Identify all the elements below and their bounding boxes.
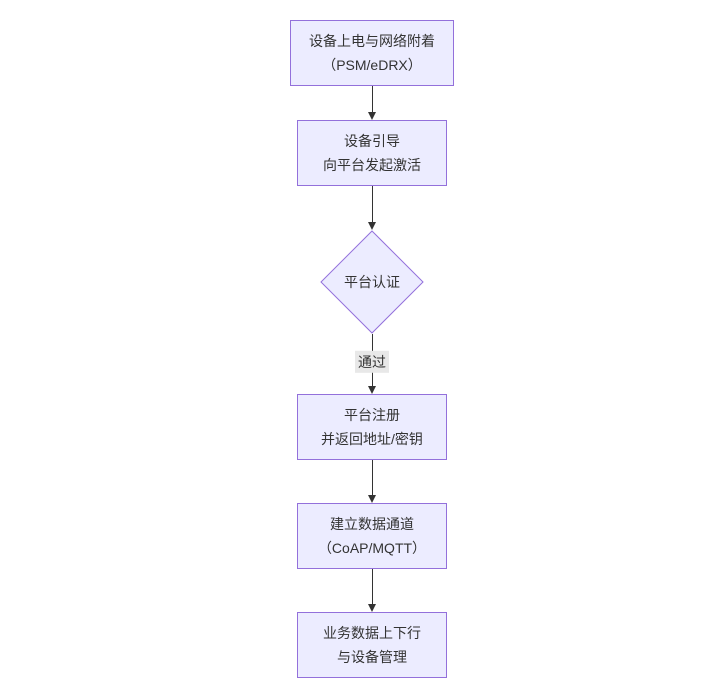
node-label-line: 平台注册 bbox=[344, 407, 400, 423]
node-data-channel: 建立数据通道 （CoAP/MQTT） bbox=[297, 503, 447, 569]
node-label-line: 设备上电与网络附着 bbox=[309, 33, 435, 49]
edge-power-to-bootstrap bbox=[368, 86, 376, 120]
node-label-line: 与设备管理 bbox=[337, 649, 407, 665]
arrowhead-down-icon bbox=[368, 386, 376, 394]
arrowhead-down-icon bbox=[368, 112, 376, 120]
flowchart-column: 设备上电与网络附着 （PSM/eDRX） 设备引导 向平台发起激活 平台认证 bbox=[9, 0, 726, 678]
edge-label-pass: 通过 bbox=[355, 350, 389, 373]
arrowhead-down-icon bbox=[368, 604, 376, 612]
node-label-line: （CoAP/MQTT） bbox=[317, 540, 427, 556]
edge-register-to-channel bbox=[368, 460, 376, 503]
diamond-shape bbox=[320, 230, 424, 334]
edge-channel-to-business bbox=[368, 569, 376, 612]
edge-auth-to-register: 通过 bbox=[355, 334, 389, 394]
node-label-line: 并返回地址/密钥 bbox=[321, 431, 423, 447]
node-platform-register: 平台注册 并返回地址/密钥 bbox=[297, 394, 447, 460]
node-power-on-network-attach: 设备上电与网络附着 （PSM/eDRX） bbox=[290, 20, 454, 86]
node-label-line: 向平台发起激活 bbox=[323, 157, 421, 173]
node-label-line: 设备引导 bbox=[344, 133, 400, 149]
node-label-line: 建立数据通道 bbox=[330, 516, 414, 532]
node-device-bootstrap: 设备引导 向平台发起激活 bbox=[297, 120, 447, 186]
edge-line bbox=[371, 460, 373, 495]
edge-line bbox=[371, 569, 373, 604]
edge-line bbox=[371, 86, 373, 112]
node-platform-auth-decision: 平台认证 bbox=[320, 230, 424, 334]
node-label-line: （PSM/eDRX） bbox=[322, 57, 422, 73]
node-business-data-management: 业务数据上下行 与设备管理 bbox=[297, 612, 447, 678]
edge-bootstrap-to-auth bbox=[368, 186, 376, 230]
arrowhead-down-icon bbox=[368, 495, 376, 503]
edge-line bbox=[371, 186, 373, 222]
arrowhead-down-icon bbox=[368, 222, 376, 230]
node-label-line: 业务数据上下行 bbox=[323, 625, 421, 641]
node-label-line: 平台认证 bbox=[344, 274, 400, 290]
